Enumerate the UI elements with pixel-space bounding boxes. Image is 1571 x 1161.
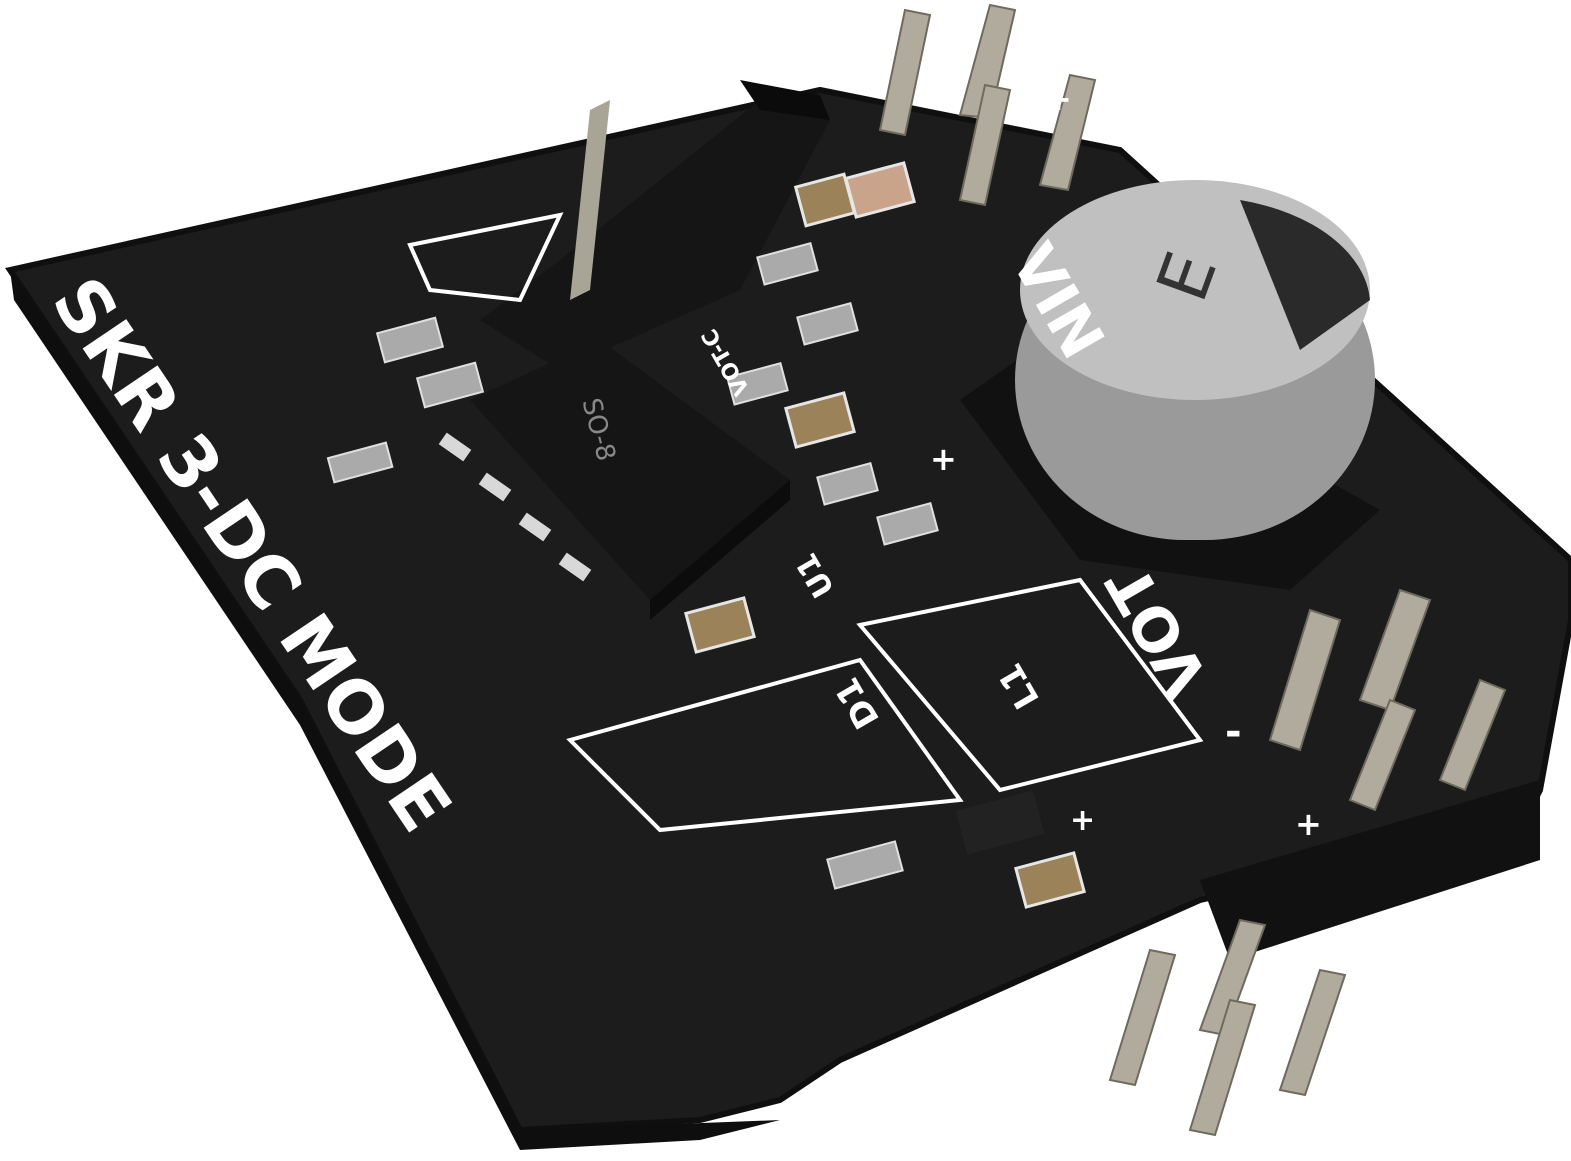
- silkscreen-outlines: [407, 212, 1204, 833]
- vout-plus: +: [1295, 805, 1322, 843]
- cap-plus: +: [930, 440, 957, 478]
- ic-u1: SO-8: [438, 340, 790, 620]
- ceramic-capacitors: [684, 161, 1086, 909]
- electrolytic-capacitor: E: [960, 180, 1380, 590]
- led-plus: +: [1070, 803, 1095, 838]
- smd-resistors: [326, 242, 939, 890]
- vin-header-pins: [878, 3, 1097, 207]
- vout-header: [1108, 588, 1540, 1137]
- led: [955, 790, 1045, 855]
- jumper-block: [480, 80, 830, 370]
- vin-plus: +: [1045, 80, 1072, 118]
- vout-minus: -: [1225, 709, 1242, 755]
